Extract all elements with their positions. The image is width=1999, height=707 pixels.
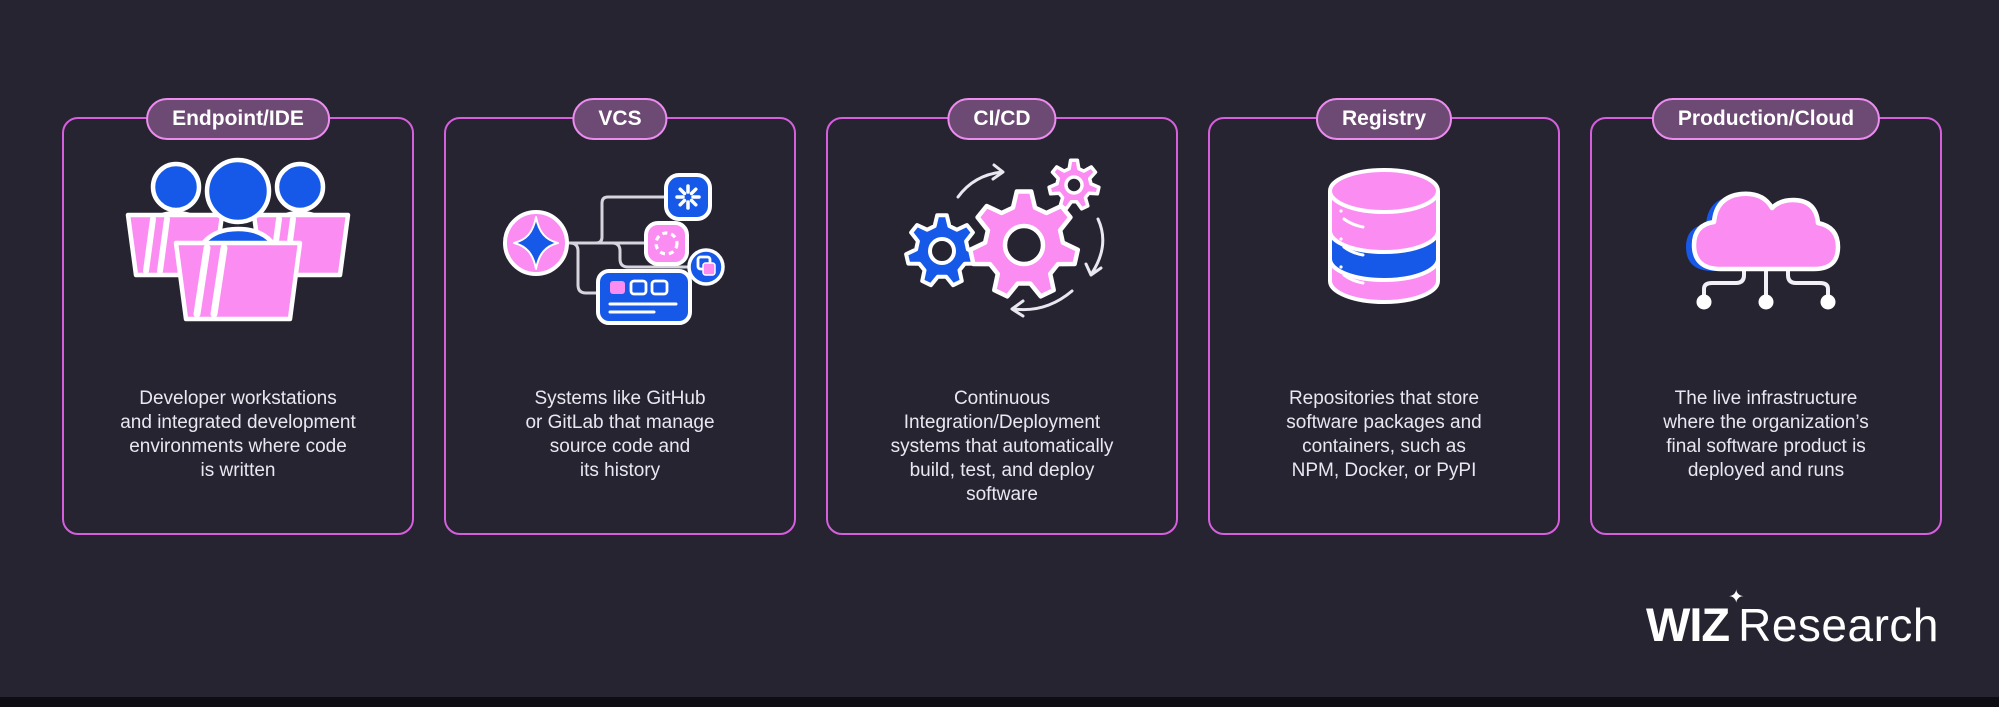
card-vcs-label: VCS xyxy=(572,98,668,140)
research-wordmark: Research xyxy=(1738,599,1939,651)
developers-icon xyxy=(64,141,412,336)
card-registry-label: Registry xyxy=(1315,98,1453,140)
sparkle-star-shape xyxy=(513,216,559,270)
card-cicd-description: Continuous Integration/Deployment system… xyxy=(890,388,1114,505)
card-vcs-description: Systems like GitHub or GitLab that manag… xyxy=(525,388,715,481)
card-vcs: VCS xyxy=(444,98,796,535)
card-cicd: CI/CD Continuous Integration/Deplo xyxy=(826,98,1178,535)
card-production-cloud: Production/Cloud The live infrastructure… xyxy=(1590,98,1942,535)
pipeline-cards: Endpoint/IDE xyxy=(62,98,1942,535)
card-endpoint-ide: Endpoint/IDE xyxy=(62,98,414,535)
card-endpoint-ide-description: Developer workstations and integrated de… xyxy=(120,388,356,481)
wiz-research-logo: WIZ ✦ Research xyxy=(1645,587,1939,651)
loading-circle-glyph xyxy=(654,231,679,256)
database-icon xyxy=(1210,141,1558,336)
wiz-wordmark: WIZ ✦ xyxy=(1645,587,1745,651)
card-endpoint-ide-label: Endpoint/IDE xyxy=(146,98,330,140)
cloud-shape xyxy=(1691,191,1841,272)
repo-card-shape xyxy=(596,269,692,325)
cycle-arrows xyxy=(956,163,1105,318)
gears-icon xyxy=(828,141,1176,336)
card-cicd-label: CI/CD xyxy=(947,98,1057,140)
burst-glyph xyxy=(675,184,701,210)
card-production-cloud-label: Production/Cloud xyxy=(1651,98,1881,140)
version-control-icon xyxy=(446,141,794,336)
cloud-network-icon xyxy=(1592,141,1940,336)
bottom-edge-bar xyxy=(0,697,1999,707)
card-registry: Registry Repositories that store s xyxy=(1208,98,1560,535)
network-legs xyxy=(1702,269,1830,299)
sparkle-icon: ✦ xyxy=(1728,587,1745,608)
card-production-cloud-description: The live infrastructure where the organi… xyxy=(1663,388,1869,481)
card-registry-description: Repositories that store software package… xyxy=(1286,388,1482,481)
shine-marks xyxy=(1339,209,1365,285)
